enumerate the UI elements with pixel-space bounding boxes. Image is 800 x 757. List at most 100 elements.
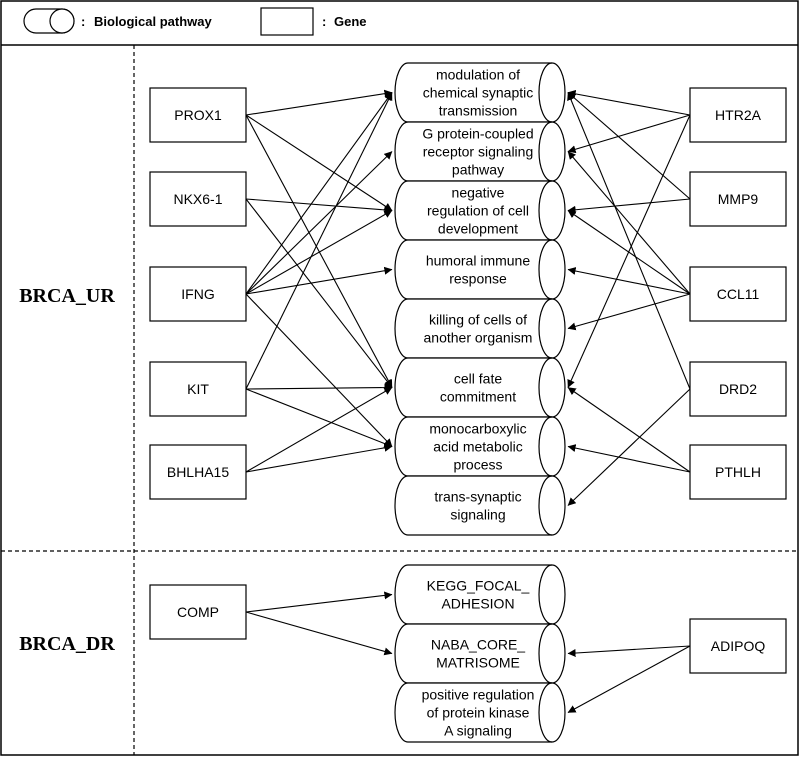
gene-box [689, 361, 787, 417]
pathway-label-line: ADHESION [441, 596, 514, 612]
edge-mmp9-to-pathway-ur-2 [567, 198, 691, 214]
edge-comp-to-pathway-dr-0 [245, 591, 393, 613]
pathway-label-line: transmission [439, 103, 518, 119]
edge-ifng-to-pathway-ur-3 [245, 266, 393, 295]
gene-node-htr2a: HTR2A [689, 87, 787, 143]
pathway-label-line: chemical synaptic [423, 85, 534, 101]
legend-gene-label: Gene [334, 14, 367, 29]
pathway-node-dr-1: NABA_CORE_MATRISOME [394, 623, 566, 684]
gene-box [689, 171, 787, 227]
edge-ccl11-to-pathway-ur-3 [567, 267, 691, 295]
pathway-end-arc [538, 475, 553, 536]
gene-label: IFNG [181, 286, 214, 302]
edge-kit-to-pathway-ur-6 [245, 388, 393, 448]
pathway-label-line: G protein-coupled [422, 126, 533, 142]
pathway-end-arc [538, 239, 553, 300]
pathway-label-line: KEGG_FOCAL_ [427, 578, 530, 594]
edge-nkx6-1-to-pathway-ur-5 [245, 198, 393, 388]
pathway-label-line: commitment [440, 389, 516, 405]
gene-box [689, 444, 787, 500]
edge-mmp9-to-pathway-ur-0 [567, 92, 691, 200]
gene-box [149, 444, 247, 500]
edge-kit-to-pathway-ur-5 [245, 383, 393, 392]
edge-ccl11-to-pathway-ur-1 [567, 151, 691, 295]
pathway-label-line: modulation of [436, 67, 520, 83]
edge-prox1-to-pathway-ur-5 [245, 114, 393, 388]
edge-htr2a-to-pathway-ur-0 [567, 89, 691, 116]
edge-ifng-to-pathway-ur-2 [245, 210, 393, 295]
edges [245, 89, 691, 713]
pathway-label-line: of protein kinase [427, 705, 530, 721]
gene-node-mmp9: MMP9 [689, 171, 787, 227]
edge-ccl11-to-pathway-ur-2 [567, 210, 691, 295]
gene-label: BHLHA15 [167, 464, 229, 480]
pathway-label-line: another organism [424, 330, 533, 346]
edge-prox1-to-pathway-ur-0 [245, 89, 393, 116]
pathway-node-dr-0: KEGG_FOCAL_ ADHESION [394, 564, 566, 625]
pathway-label-line: A signaling [444, 723, 512, 739]
edge-kit-to-pathway-ur-0 [245, 92, 393, 390]
pathway-node-ur-0: modulation of chemical synaptic transmissi… [394, 62, 566, 123]
pathway-node-ur-4: killing of cells of another organism [394, 298, 566, 359]
legend-pathway-symbol [23, 8, 75, 34]
gene-label: ADIPOQ [711, 638, 766, 654]
legend-gene-symbol [260, 7, 314, 36]
edge-prox1-to-pathway-ur-2 [245, 114, 393, 211]
legend-pathway-separator: : [81, 14, 85, 29]
gene-node-nkx6-1: NKX6-1 [149, 171, 247, 227]
pathway-node-ur-2: negative regulation of cell development [394, 180, 566, 241]
pathway-label-line: receptor signaling [423, 144, 534, 160]
legend-gene-separator: : [322, 14, 326, 29]
gene-label: CCL11 [717, 286, 760, 302]
legend: : Biological pathway : Gene [23, 7, 367, 36]
pathway-label-line: MATRISOME [436, 655, 520, 671]
section-label-ur: BRCA_UR [19, 285, 115, 307]
edge-nkx6-1-to-pathway-ur-2 [245, 198, 393, 214]
pathway-end-arc [538, 298, 553, 359]
gene-node-pthlh: PTHLH [689, 444, 787, 500]
pathway-label-line: negative [452, 185, 505, 201]
gene-box [689, 266, 787, 322]
edge-pthlh-to-pathway-ur-6 [567, 444, 691, 473]
section-label-dr: BRCA_DR [19, 633, 115, 655]
gene-label: MMP9 [718, 191, 759, 207]
pathway-label-line: development [438, 221, 518, 237]
edge-ifng-to-pathway-ur-1 [245, 151, 393, 295]
pathway-label-line: signaling [450, 507, 505, 523]
pathway-label-line: monocarboxylic [429, 421, 526, 437]
gene-box [149, 171, 247, 227]
gene-label: KIT [187, 381, 209, 397]
gene-box [149, 87, 247, 143]
legend-pathway-label: Biological pathway [94, 14, 213, 29]
pathway-end-arc [538, 62, 553, 123]
gene-node-adipoq: ADIPOQ [689, 618, 787, 674]
pathway-label-line: regulation of cell [427, 203, 529, 219]
pathway-end-arc [538, 623, 553, 684]
gene-node-comp: COMP [149, 584, 247, 640]
edge-drd2-to-pathway-ur-0 [567, 92, 691, 390]
edge-bhlha15-to-pathway-ur-5 [245, 387, 393, 473]
edge-htr2a-to-pathway-ur-1 [567, 114, 691, 154]
edge-ifng-to-pathway-ur-6 [245, 293, 393, 447]
pathway-end-arc [538, 564, 553, 625]
pathway-end-arc [538, 416, 553, 477]
nodes: modulation of chemical synaptic transmissi… [149, 62, 787, 743]
gene-box [149, 361, 247, 417]
edge-bhlha15-to-pathway-ur-6 [245, 443, 393, 473]
edge-adipoq-to-pathway-dr-2 [567, 645, 691, 713]
gene-label: PROX1 [174, 107, 222, 123]
gene-box [689, 618, 787, 674]
pathway-label-line: process [453, 457, 502, 473]
gene-node-ifng: IFNG [149, 266, 247, 322]
edge-pthlh-to-pathway-ur-5 [567, 387, 691, 473]
edge-comp-to-pathway-dr-1 [245, 611, 393, 656]
gene-box [149, 266, 247, 322]
pathway-label-line: killing of cells of [429, 312, 527, 328]
pathway-label-line: response [449, 271, 507, 287]
